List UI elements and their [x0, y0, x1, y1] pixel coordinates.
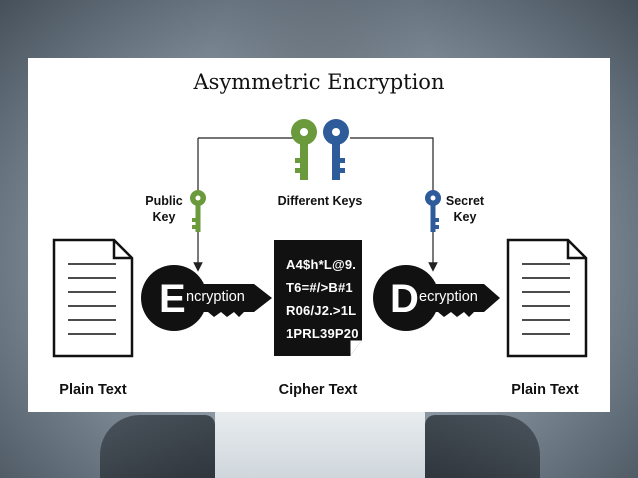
diagram-panel: Asymmetric Encryption [28, 58, 610, 412]
background-laptop [215, 412, 425, 478]
decryption-word: ecryption [419, 289, 478, 305]
decryption-pill [373, 265, 500, 331]
key-icon [190, 190, 206, 232]
secret-key-label: Secret Key [440, 193, 490, 225]
plain-text-right-caption: Plain Text [511, 382, 579, 398]
public-key-label-line2: Key [152, 210, 176, 224]
cipher-line: A4$h*L@9. [286, 257, 357, 272]
cipher-document [274, 240, 362, 356]
cipher-line: 1PRL39P20 [286, 326, 359, 341]
diagram-title: Asymmetric Encryption [193, 70, 445, 94]
background-right-arm [425, 415, 540, 478]
secret-key-label-line1: Secret [445, 194, 485, 208]
encryption-word: ncryption [186, 289, 245, 305]
different-keys-label: Different Keys [277, 194, 363, 208]
key-icon [291, 119, 317, 180]
cipher-text-caption: Cipher Text [278, 382, 358, 398]
document-icon [52, 238, 134, 358]
plain-text-left-caption: Plain Text [59, 382, 127, 398]
background-left-arm [100, 415, 215, 478]
key-icon [425, 190, 441, 232]
public-key-label-line1: Public [145, 194, 183, 208]
cipher-line: R06/J2.>1L [286, 303, 357, 318]
secret-key-label-line2: Key [453, 210, 477, 224]
encryption-letter: E [159, 277, 186, 321]
cipher-line: T6=#/>B#1 [286, 280, 353, 295]
document-icon [506, 238, 588, 358]
decryption-letter: D [390, 277, 419, 321]
encryption-pill [141, 265, 272, 331]
public-key-label: Public Key [140, 193, 188, 225]
key-icon [323, 119, 349, 180]
diagram-graphics [52, 119, 588, 358]
